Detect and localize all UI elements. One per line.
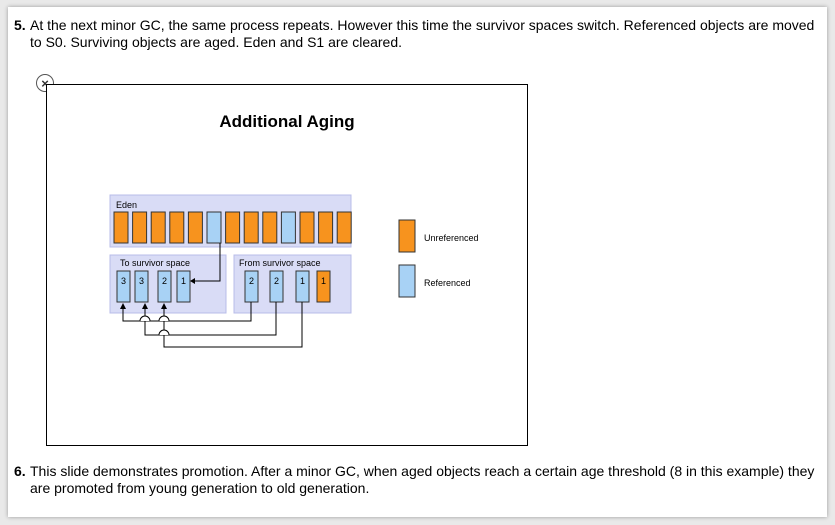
arrowhead xyxy=(161,303,167,309)
to-space-label: To survivor space xyxy=(120,258,190,268)
heap-diagram: Eden To survivor space From survivor space… xyxy=(109,194,479,348)
eden-object xyxy=(113,211,129,244)
crossing-hop xyxy=(158,329,170,336)
from-space-object xyxy=(316,270,331,303)
step-number: 6. xyxy=(14,463,26,479)
eden-label: Eden xyxy=(116,200,137,210)
legend-label: Unreferenced xyxy=(424,233,479,243)
object-age: 2 xyxy=(162,276,167,286)
eden-object xyxy=(150,211,166,244)
eden-object xyxy=(299,211,315,244)
eden-object xyxy=(206,211,222,244)
step-number: 5. xyxy=(14,17,26,33)
object-age: 1 xyxy=(321,276,326,286)
object-age: 3 xyxy=(121,276,126,286)
arrowhead xyxy=(190,278,195,284)
connector xyxy=(122,302,252,322)
legend-label: Referenced xyxy=(424,278,471,288)
to-space-object xyxy=(176,270,191,303)
connector xyxy=(144,302,277,336)
step-5: 5. At the next minor GC, the same proces… xyxy=(14,17,815,51)
step-6: 6. This slide demonstrates promotion. Af… xyxy=(14,463,815,497)
from-survivor-space xyxy=(233,254,352,314)
step-text: At the next minor GC, the same process r… xyxy=(30,17,815,50)
eden-object xyxy=(169,211,185,244)
eden-object xyxy=(336,211,352,244)
object-age: 1 xyxy=(181,276,186,286)
legend-swatch xyxy=(398,219,416,253)
eden-object xyxy=(243,211,259,244)
object-age: 2 xyxy=(274,276,279,286)
object-age: 1 xyxy=(300,276,305,286)
connector xyxy=(163,302,303,348)
eden-object xyxy=(132,211,148,244)
legend-swatch xyxy=(398,264,416,298)
eden-object xyxy=(225,211,241,244)
eden-promotion-arrow xyxy=(194,243,221,282)
arrowhead xyxy=(142,303,148,309)
to-space-object xyxy=(116,270,131,303)
diagram-title: Additional Aging xyxy=(219,112,355,131)
to-space-object xyxy=(157,270,172,303)
crossing-hop xyxy=(139,315,151,322)
slide-frame: Additional Aging Eden To survivor space Fr… xyxy=(46,84,528,446)
step-text: This slide demonstrates promotion. After… xyxy=(30,463,815,496)
arrowhead xyxy=(120,303,126,309)
eden-object xyxy=(187,211,203,244)
object-age: 3 xyxy=(139,276,144,286)
to-space-object xyxy=(134,270,149,303)
eden-object xyxy=(318,211,334,244)
eden-object xyxy=(280,211,296,244)
object-age: 2 xyxy=(249,276,254,286)
crossing-hop xyxy=(158,315,170,322)
from-space-label: From survivor space xyxy=(239,258,321,268)
eden-object xyxy=(262,211,278,244)
